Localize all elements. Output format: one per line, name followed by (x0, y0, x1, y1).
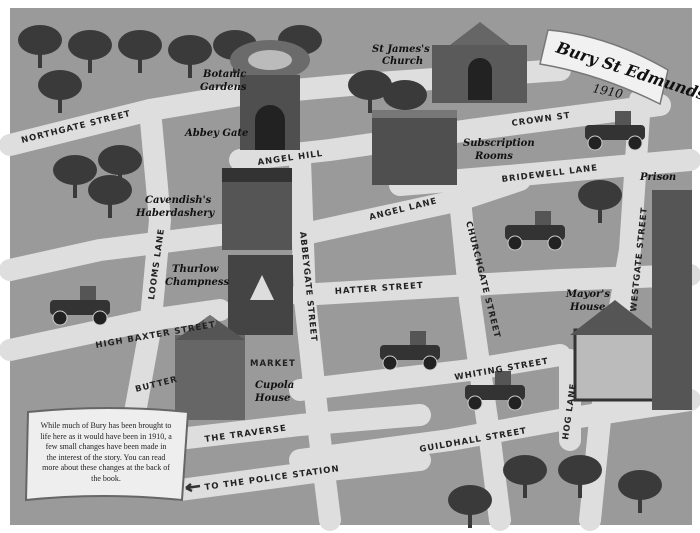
road-churchgate (449, 189, 511, 531)
label-prison: Prison (639, 172, 676, 183)
label-mayors-1: Mayor's (565, 289, 610, 300)
tree-icon (348, 70, 392, 113)
tree-icon (503, 455, 547, 498)
car-icon (505, 211, 565, 251)
mayors-house (570, 300, 660, 402)
map-year: 1910 (591, 81, 624, 101)
car-icon (585, 111, 645, 151)
cupola-house (175, 315, 245, 420)
tree-icon (448, 485, 492, 528)
tree-icon (18, 25, 62, 68)
label-cavendish-1: Cavendish's (145, 195, 212, 206)
tree-icon (88, 175, 132, 218)
tree-icon (53, 155, 97, 198)
note-scroll (24, 407, 190, 502)
tree-icon (168, 35, 212, 78)
cavendish-haberdashery (222, 168, 292, 250)
label-abbey-gate: Abbey Gate (184, 128, 248, 139)
st-james-church (432, 22, 527, 103)
label-cupola-1: Cupola (255, 380, 294, 391)
label-cavendish-2: Haberdashery (135, 208, 216, 219)
tree-icon (68, 30, 112, 73)
trees (18, 25, 662, 528)
abbey-gate-building (240, 75, 300, 150)
road-guildhall (289, 389, 700, 471)
label-subscription-1: Subscription (463, 138, 535, 149)
map-note: While much of Bury has been brought to l… (40, 421, 172, 483)
label-mayors-2: House (569, 302, 605, 313)
label-botanic-gardens-2: Gardens (200, 82, 247, 93)
car-icon (465, 371, 525, 411)
tree-icon (578, 180, 622, 223)
roads (0, 59, 700, 531)
thurlow-champness (228, 255, 293, 335)
label-thurlow-1: Thurlow (172, 264, 219, 275)
tree-icon (618, 470, 662, 513)
tree-icon (558, 455, 602, 498)
label-botanic-gardens-1: Botanic (202, 69, 246, 80)
tree-icon (118, 30, 162, 73)
road-looms (119, 99, 171, 451)
label-st-james-1: St James's (372, 44, 430, 55)
label-market: MARKET (250, 359, 296, 369)
prison-wall (652, 190, 692, 410)
tree-icon (38, 70, 82, 113)
road-west (0, 224, 231, 281)
label-thurlow-2: Champness (165, 277, 230, 288)
label-subscription-2: Rooms (474, 151, 513, 162)
car-icon (50, 286, 110, 326)
label-st-james-2: Church (382, 56, 423, 67)
arrow-left-icon (185, 483, 201, 493)
car-icon (380, 331, 440, 371)
subscription-rooms (372, 110, 457, 185)
road-traverse (159, 404, 431, 451)
botanic-gardens (230, 40, 310, 80)
road-abbeygate (289, 149, 341, 531)
label-cupola-2: House (254, 393, 290, 404)
cars (50, 111, 645, 411)
